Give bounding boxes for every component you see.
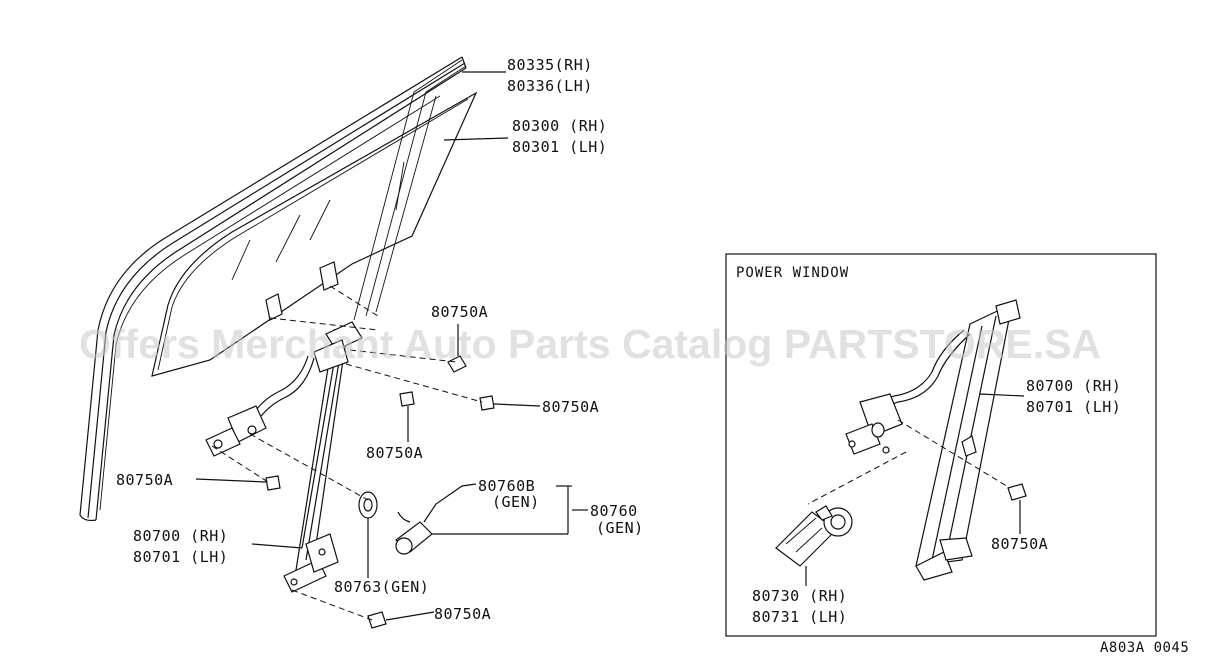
label-80760b-gen: (GEN) xyxy=(492,493,540,511)
label-80700-main: 80700 (RH) xyxy=(133,527,228,545)
label-80750a-inset: 80750A xyxy=(991,535,1048,553)
bolts xyxy=(265,355,495,629)
leader-lines xyxy=(195,71,588,621)
label-80750a-right: 80750A xyxy=(542,398,599,416)
inset-title: POWER WINDOW xyxy=(736,265,849,281)
regulator-assembly xyxy=(205,261,363,593)
label-80335: 80335(RH) xyxy=(507,56,593,74)
diagram-code: A803A 0045 xyxy=(1100,640,1189,656)
label-80301: 80301 (LH) xyxy=(512,138,607,156)
door-glass xyxy=(151,91,478,377)
label-80701-main: 80701 (LH) xyxy=(133,548,228,566)
label-80760: 80760 xyxy=(590,502,638,520)
label-80750a-top: 80750A xyxy=(431,303,488,321)
watermark-text: Offers Merchant Auto Parts Catalog PARTS… xyxy=(79,321,1101,367)
label-80750a-center: 80750A xyxy=(366,444,423,462)
label-80700-inset: 80700 (RH) xyxy=(1026,377,1121,395)
label-80730: 80730 (RH) xyxy=(752,587,847,605)
roller-parts xyxy=(358,491,433,555)
label-80750a-left: 80750A xyxy=(116,471,173,489)
power-window-inset xyxy=(725,253,1157,637)
glass-run-sash xyxy=(79,56,467,522)
alignment-lines xyxy=(211,285,483,621)
label-80731: 80731 (LH) xyxy=(752,608,847,626)
label-80701-inset: 80701 (LH) xyxy=(1026,398,1121,416)
label-80763: 80763(GEN) xyxy=(334,578,429,596)
label-80300: 80300 (RH) xyxy=(512,117,607,135)
inset-frame xyxy=(725,253,1157,637)
callout-labels: 80335(RH) 80336(LH) 80300 (RH) 80301 (LH… xyxy=(116,56,644,623)
label-80336: 80336(LH) xyxy=(507,77,593,95)
label-80760-gen: (GEN) xyxy=(596,519,644,537)
inset-labels: POWER WINDOW 80700 (RH) 80701 (LH) 80750… xyxy=(736,265,1121,626)
label-80760b: 80760B xyxy=(478,477,535,495)
label-80750a-bottom: 80750A xyxy=(434,605,491,623)
